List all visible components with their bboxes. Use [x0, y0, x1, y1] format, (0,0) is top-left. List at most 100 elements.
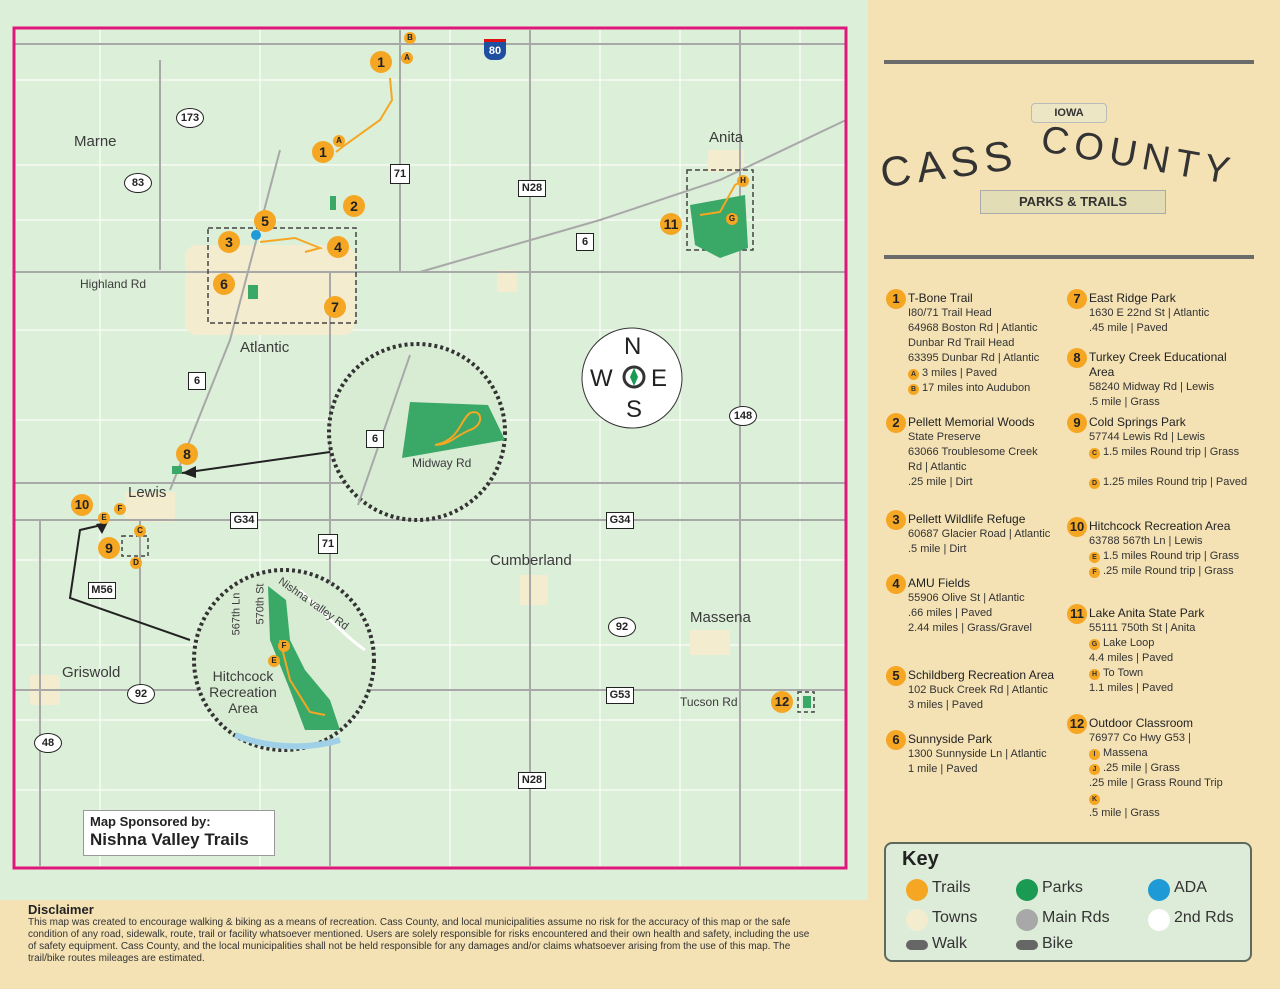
map-marker-8[interactable]: 8: [176, 443, 198, 465]
road-n28-south: N28: [518, 772, 546, 789]
compass-west: W: [590, 365, 613, 392]
map-marker-3[interactable]: 3: [218, 231, 240, 253]
park-entry-text: .5 mile | Grass: [1089, 396, 1160, 408]
title-state: IOWA: [1031, 103, 1107, 123]
park-entry-text: 2.44 miles | Grass/Gravel: [908, 622, 1032, 634]
park-entry-sub-marker: E: [1089, 552, 1100, 563]
park-entry-text: Lake Anita State Park: [1089, 606, 1205, 620]
map-marker-11[interactable]: 11: [660, 213, 682, 235]
park-entry-text: 1.5 miles Round trip | Grass: [1103, 446, 1240, 458]
map-submarker-h: H: [737, 175, 749, 187]
park-entry-detail: 63395 Dunbar Rd | Atlantic: [908, 351, 1068, 366]
park-entry-text: .25 mile | Dirt: [908, 476, 973, 488]
park-entry-text: 1300 Sunnyside Ln | Atlantic: [908, 748, 1047, 760]
park-entry-sub-marker: C: [1089, 448, 1100, 459]
map-marker-4[interactable]: 4: [327, 236, 349, 258]
map-canvas: [12, 26, 848, 870]
key-label-bike: Bike: [1042, 935, 1074, 952]
park-entry-detail: 55906 Olive St | Atlantic: [908, 591, 1068, 606]
map-marker-5[interactable]: 5: [254, 210, 276, 232]
map-marker-1-north[interactable]: 1: [370, 51, 392, 73]
us-71-shield-north: 71: [390, 164, 410, 184]
park-entry-name: T-Bone Trail: [908, 291, 1068, 306]
park-entry-number: 7: [1067, 289, 1087, 309]
us-6-shield-east: 6: [576, 233, 594, 251]
park-entry-number: 1: [886, 289, 906, 309]
park-entry-name: Outdoor Classroom: [1089, 716, 1249, 731]
park-entry-number: 9: [1067, 413, 1087, 433]
road-tucson: Tucson Rd: [680, 695, 738, 709]
map-marker-12[interactable]: 12: [771, 691, 793, 713]
park-entry-text: 58240 Midway Rd | Lewis: [1089, 381, 1215, 393]
park-entry-text: .5 mile | Dirt: [908, 543, 967, 555]
park-entry-text: [1103, 792, 1106, 804]
road-567th: 567th Ln: [230, 592, 243, 636]
park-entry-text: Sunnyside Park: [908, 732, 993, 746]
park-entry-detail: 1.1 miles | Paved: [1089, 681, 1249, 696]
park-entry-text: State Preserve: [908, 431, 981, 443]
us-6-shield-west: 6: [188, 372, 206, 390]
park-entry-detail: .5 mile | Dirt: [908, 542, 1068, 557]
highway-148-shield: 148: [729, 406, 757, 426]
map-marker-9[interactable]: 9: [98, 537, 120, 559]
disclaimer: Disclaimer This map was created to encou…: [28, 902, 818, 965]
inset-submarker-e: E: [268, 655, 280, 667]
park-entry-sub-marker: A: [908, 369, 919, 380]
park-entry-text: [1089, 461, 1092, 473]
title-rule-top: [884, 60, 1254, 64]
park-entry-sub-marker: H: [1089, 669, 1100, 680]
park-entry-detail: 60687 Glacier Road | Atlantic: [908, 527, 1068, 542]
highway-173-shield: 173: [176, 108, 204, 128]
road-g34-east: G34: [606, 512, 634, 529]
park-entry-text: 3 miles | Paved: [908, 699, 984, 711]
town-massena: Massena: [690, 609, 751, 626]
town-atlantic: Atlantic: [240, 339, 290, 356]
map-marker-1-south[interactable]: 1: [312, 141, 334, 163]
map-marker-6[interactable]: 6: [213, 273, 235, 295]
key-swatch-ada: [1148, 879, 1170, 901]
county-map: N S E W Marne Anita Atlantic Lewis Cumbe…: [0, 0, 868, 900]
park-entry-text: Cold Springs Park: [1089, 415, 1186, 429]
park-entry-detail: 63066 Troublesome Creek: [908, 445, 1068, 460]
town-marne: Marne: [74, 133, 117, 150]
park-entry-text: Pellett Memorial Woods: [908, 415, 1035, 429]
key-label-towns: Towns: [932, 909, 978, 926]
park-entry-text: 1.5 miles Round trip | Grass: [1103, 550, 1240, 562]
park-entry-number: 10: [1067, 517, 1087, 537]
park-entry-detail: I80/71 Trail Head: [908, 306, 1068, 321]
map-submarker-d: D: [130, 557, 142, 569]
road-m56: M56: [88, 582, 116, 599]
park-entry-text: 63788 567th Ln | Lewis: [1089, 535, 1203, 547]
us-6-shield-inset: 6: [366, 430, 384, 448]
map-marker-2[interactable]: 2: [343, 195, 365, 217]
park-entry-detail: .25 mile | Grass Round Trip: [1089, 776, 1249, 791]
park-entry-text: 3 miles | Paved: [922, 367, 998, 379]
park-entry-number: 12: [1067, 714, 1087, 734]
park-entry-name: Hitchcock Recreation Area: [1089, 519, 1249, 534]
map-marker-10[interactable]: 10: [71, 494, 93, 516]
inset-submarker-f: F: [278, 640, 290, 652]
highway-92-shield-west: 92: [127, 684, 155, 704]
key-label-2nd-rds: 2nd Rds: [1174, 909, 1234, 926]
map-submarker-c: C: [134, 525, 146, 537]
park-entry-text: East Ridge Park: [1089, 291, 1176, 305]
park-entry-name: AMU Fields: [908, 576, 1068, 591]
sponsor-box: Map Sponsored by: Nishna Valley Trails: [83, 810, 275, 856]
park-entry-sub-marker: G: [1089, 639, 1100, 650]
park-entry-name: Lake Anita State Park: [1089, 606, 1249, 621]
park-entry-detail: 76977 Co Hwy G53 |: [1089, 731, 1249, 746]
park-entry-detail: 2.44 miles | Grass/Gravel: [908, 621, 1068, 636]
map-marker-7[interactable]: 7: [324, 296, 346, 318]
